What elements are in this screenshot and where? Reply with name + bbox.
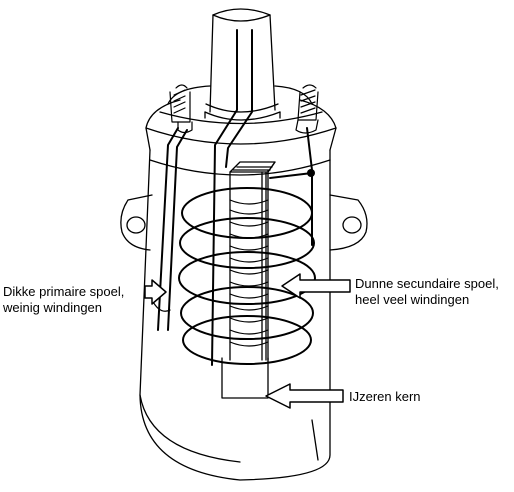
arrow-secondary: [281, 273, 351, 299]
label-primary-coil-sub: weinig windingen: [3, 300, 103, 315]
iron-core: [221, 161, 276, 399]
arrow-core: [265, 383, 344, 409]
mounting-bracket-right: [329, 194, 368, 251]
arrow-primary: [144, 279, 167, 305]
label-primary-coil: Dikke primaire spoel,: [3, 284, 125, 299]
label-iron-core: IJzeren kern: [349, 389, 421, 404]
junction-dot: [307, 169, 315, 177]
terminal-left: [169, 84, 193, 134]
coil-windings: [178, 187, 316, 365]
core-winding-detail: [229, 199, 269, 347]
label-secondary-coil: Dunne secundaire spoel,: [355, 276, 499, 291]
mounting-bracket-left: [120, 194, 153, 251]
coil-casing: [139, 149, 331, 481]
label-secondary-coil-sub: heel veel windingen: [355, 292, 470, 307]
secondary-coil-lead: [269, 127, 313, 246]
primary-coil-lead: [157, 127, 188, 331]
coil-top-cap: [145, 85, 337, 151]
terminal-right: [295, 84, 319, 134]
hv-lead-wire: [211, 29, 253, 366]
hv-tower: [204, 8, 281, 121]
